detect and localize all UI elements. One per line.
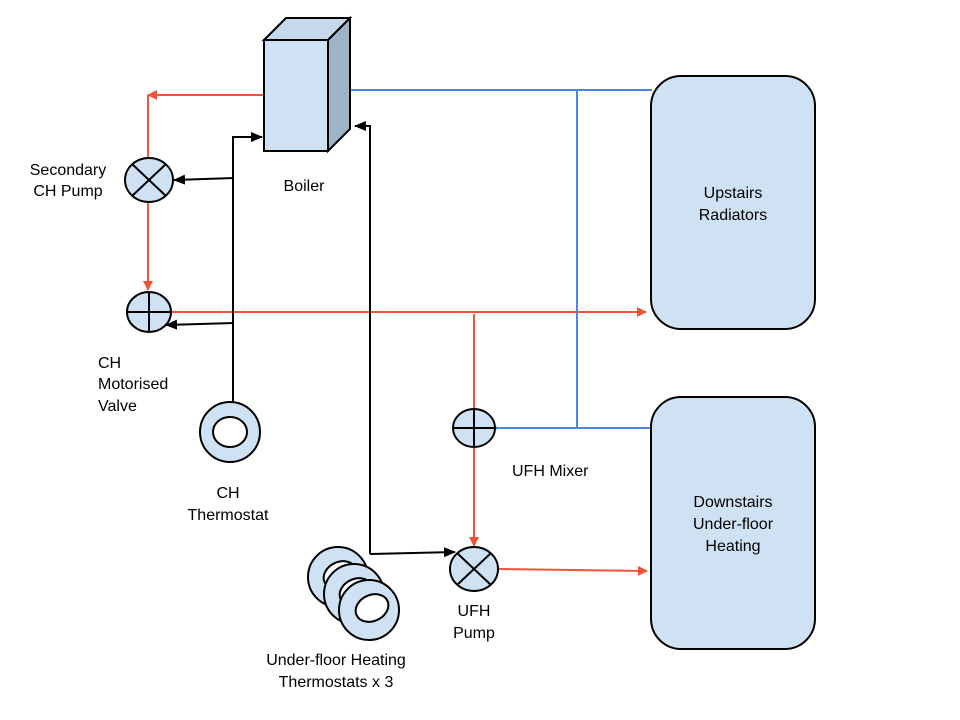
secondary-ch-pump[interactable] xyxy=(124,157,174,203)
thermostat-ring-hole xyxy=(212,416,248,448)
pipe-ufh-pump-to-floor xyxy=(497,565,648,576)
ufh-thermostats-label-1: Under-floor Heating xyxy=(266,652,406,669)
ufh-thermostat-3 xyxy=(338,579,400,641)
ufh-pump-label-2: Pump xyxy=(453,625,495,642)
secondary-pump-label-2: CH Pump xyxy=(33,183,102,200)
wire-to-ch-valve xyxy=(165,319,235,330)
boiler-label: Boiler xyxy=(284,178,326,195)
ufh-mixer-label: UFH Mixer xyxy=(512,463,589,480)
flow-pipes xyxy=(143,90,648,576)
ch-valve-label-2: Motorised xyxy=(98,376,168,393)
downstairs-ufh[interactable]: Downstairs Under-floor Heating xyxy=(650,396,816,650)
boiler-front-face xyxy=(263,39,329,152)
wire-to-secondary-pump xyxy=(173,174,235,185)
boiler-side-face xyxy=(327,15,351,154)
upstairs-radiators[interactable]: Upstairs Radiators xyxy=(650,75,816,330)
upstairs-label-2: Radiators xyxy=(699,207,767,224)
ufh-thermostats-label-2: Thermostats x 3 xyxy=(279,674,394,691)
ufh-thermostats[interactable] xyxy=(307,546,400,641)
wire-ch-thermostat-to-boiler xyxy=(232,132,263,402)
downstairs-label-2: Under-floor xyxy=(693,516,774,533)
return-pipes xyxy=(342,85,652,433)
upstairs-label-1: Upstairs xyxy=(704,185,763,202)
control-wiring xyxy=(165,121,456,558)
ch-motorised-valve[interactable] xyxy=(126,291,172,333)
secondary-pump-label-1: Secondary xyxy=(30,162,107,179)
upstairs-radiators-box xyxy=(650,75,816,330)
ufh-mixer[interactable] xyxy=(452,408,496,448)
wire-ufh-thermostats-to-pump xyxy=(369,547,456,558)
ch-thermostat-label-1: CH xyxy=(216,485,239,502)
ufh-pump-label-1: UFH xyxy=(458,603,491,620)
boiler[interactable] xyxy=(261,15,353,154)
downstairs-label-1: Downstairs xyxy=(693,494,772,511)
ufh-pump-cross-icon-stroke xyxy=(456,552,492,586)
downstairs-label-3: Heating xyxy=(705,538,760,555)
ch-valve-label-1: CH xyxy=(98,355,121,372)
ch-valve-label-3: Valve xyxy=(98,398,137,415)
ch-thermostat-label-2: Thermostat xyxy=(188,507,269,524)
pump-cross-icon-stroke xyxy=(131,163,167,197)
ch-thermostat[interactable] xyxy=(199,401,261,463)
ufh-pump[interactable] xyxy=(449,546,499,592)
wire-ufh-thermostats-to-boiler xyxy=(354,121,371,554)
downstairs-ufh-box xyxy=(650,396,816,650)
